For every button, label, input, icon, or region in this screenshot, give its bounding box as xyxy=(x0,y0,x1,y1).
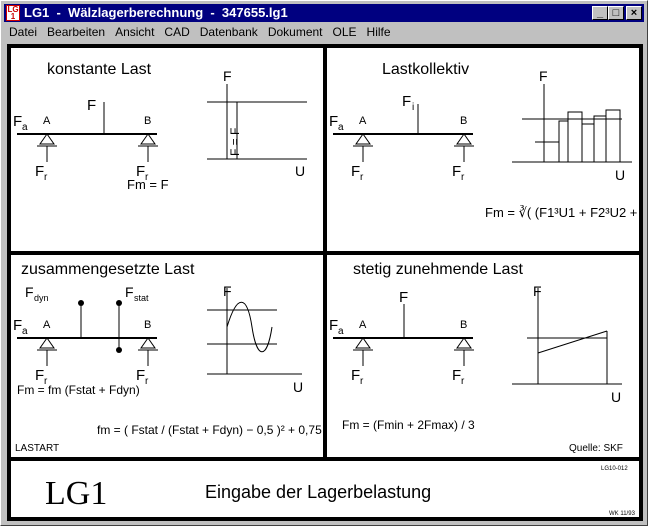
konstant-formula: Fm = F xyxy=(127,177,169,192)
svg-text:F = F: F = F xyxy=(228,128,242,156)
drawing-canvas: Fa AB Fr Fr konstante Last F FU F = F Fm… xyxy=(7,44,648,521)
panel-zusammen[interactable] xyxy=(11,255,323,457)
svg-text:F: F xyxy=(25,284,34,300)
lastart-label: LASTART xyxy=(15,443,59,454)
zusammen-formula-1: Fm = fm (Fstat + Fdyn) xyxy=(17,383,140,397)
minimize-button[interactable]: _ xyxy=(592,6,608,20)
menu-datenbank[interactable]: Datenbank xyxy=(199,25,258,39)
window-title: LG1 - Wälzlagerberechnung - 347655.lg1 xyxy=(24,5,288,20)
menu-bar: Datei Bearbeiten Ansicht CAD Datenbank D… xyxy=(4,23,644,42)
svg-text:F: F xyxy=(539,68,548,84)
maximize-button[interactable]: □ xyxy=(608,6,624,20)
zusammen-formula-2: fm = ( Fstat / (Fstat + Fdyn) − 0,5 )² +… xyxy=(97,423,322,437)
konstant-title: konstante Last xyxy=(47,61,152,78)
drawing-code: LG10-012 xyxy=(601,466,628,472)
banner-panel xyxy=(11,461,639,517)
svg-text:F: F xyxy=(399,289,408,306)
menu-cad[interactable]: CAD xyxy=(164,25,190,39)
banner-title: Eingabe der Lagerbelastung xyxy=(205,482,431,502)
svg-text:F: F xyxy=(402,93,411,110)
svg-text:F: F xyxy=(533,283,542,299)
svg-text:U: U xyxy=(293,379,303,395)
svg-text:F: F xyxy=(125,284,134,300)
svg-text:U: U xyxy=(295,163,305,179)
svg-text:F: F xyxy=(223,283,232,299)
drawing: Fa AB Fr Fr konstante Last F FU F = F Fm… xyxy=(11,48,648,517)
menu-dokument[interactable]: Dokument xyxy=(267,25,323,39)
panel-kollektiv[interactable] xyxy=(327,48,639,251)
menu-hilfe[interactable]: Hilfe xyxy=(366,25,391,39)
svg-text:dyn: dyn xyxy=(34,293,49,303)
svg-text:U: U xyxy=(615,167,625,183)
panel-konstant[interactable] xyxy=(11,48,323,251)
svg-text:F: F xyxy=(87,97,96,114)
menu-datei[interactable]: Datei xyxy=(9,25,38,39)
lg1-logo: LG1 xyxy=(45,475,107,512)
kollektiv-formula: Fm = ∛( (F1³U1 + F2³U2 + ... + Fn³Un) / … xyxy=(485,205,643,220)
menu-ole[interactable]: OLE xyxy=(332,25,357,39)
zusammen-title: zusammengesetzte Last xyxy=(21,261,195,278)
kollektiv-title: Lastkollektiv xyxy=(382,61,469,78)
stetig-title: stetig zunehmende Last xyxy=(353,261,523,278)
stetig-formula: Fm = (Fmin + 2Fmax) / 3 xyxy=(342,418,475,432)
drawing-ref: WK 11/93 xyxy=(609,511,636,517)
menu-ansicht[interactable]: Ansicht xyxy=(115,25,155,39)
source-label: Quelle: SKF xyxy=(569,443,623,454)
close-button[interactable]: × xyxy=(626,6,642,20)
svg-text:stat: stat xyxy=(134,293,149,303)
svg-text:U: U xyxy=(611,389,621,405)
menu-bearbeiten[interactable]: Bearbeiten xyxy=(47,25,106,39)
panel-stetig[interactable] xyxy=(327,255,639,457)
svg-text:i: i xyxy=(412,102,414,113)
svg-text:F: F xyxy=(223,68,232,84)
